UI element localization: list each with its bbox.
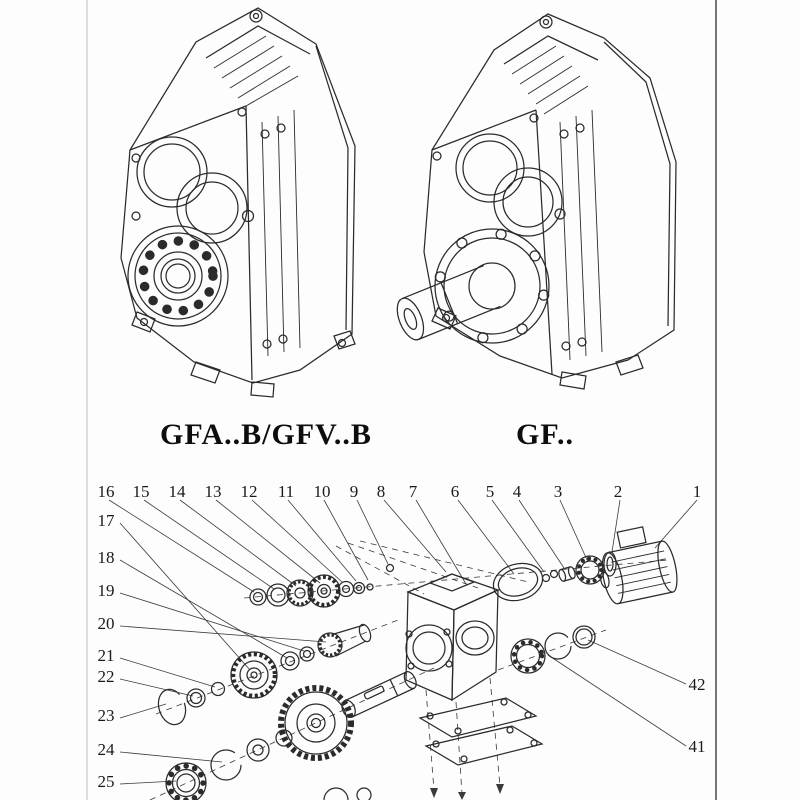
cutoff-part (323, 787, 349, 800)
callout-4: 4 (513, 482, 522, 501)
callouts-right: 42 41 (689, 675, 706, 756)
gear-housing (405, 573, 500, 702)
snap-ring (210, 749, 242, 781)
product-label-gf: GF.. (516, 418, 574, 451)
bolt (541, 573, 551, 583)
input-chain-parts (249, 563, 395, 608)
callout-18: 18 (98, 548, 115, 567)
callout-25: 25 (98, 772, 115, 791)
output-bearing (510, 638, 546, 674)
callout-14: 14 (169, 482, 187, 501)
callout-16: 16 (98, 482, 115, 501)
callout-12: 12 (241, 482, 258, 501)
pinion-shaft (317, 632, 343, 658)
gearbox-drawing-gf (396, 13, 677, 390)
intermediate-chain-parts (157, 623, 372, 726)
callout-2: 2 (614, 482, 623, 501)
retainer (366, 583, 374, 591)
pinion (286, 579, 314, 607)
lifting-eye (249, 9, 263, 23)
ring (186, 688, 206, 708)
cutoff-part (356, 787, 372, 800)
callout-41: 41 (689, 737, 706, 756)
leader-lines (108, 499, 698, 785)
callout-22: 22 (98, 667, 115, 686)
seal-ring (572, 625, 596, 649)
mounting-feet (431, 307, 644, 390)
callout-3: 3 (554, 482, 563, 501)
assembly-axis-lines (149, 540, 669, 800)
side-panel-ribs (260, 109, 301, 357)
callout-8: 8 (377, 482, 386, 501)
callout-19: 19 (98, 581, 115, 600)
callouts-left: 17 18 19 20 21 22 23 24 25 (98, 511, 116, 791)
callout-15: 15 (133, 482, 150, 501)
bolt (385, 563, 395, 573)
lock-nut (352, 581, 366, 595)
input-bores (455, 133, 566, 237)
terminal-box (616, 526, 647, 549)
output-shaft-part (341, 671, 417, 719)
washer (246, 738, 270, 762)
callout-10: 10 (314, 482, 331, 501)
snap-ring (544, 632, 572, 660)
callout-9: 9 (350, 482, 359, 501)
flange-gasket-ring (492, 562, 544, 602)
callout-42: 42 (689, 675, 706, 694)
lifting-eye (539, 15, 553, 29)
input-bearing (575, 555, 605, 585)
callout-6: 6 (451, 482, 460, 501)
output-chain-parts (165, 671, 417, 800)
callout-17: 17 (98, 511, 116, 530)
input-flange-parts (492, 551, 617, 602)
callout-23: 23 (98, 706, 115, 725)
bolt (549, 569, 559, 579)
output-flange (434, 228, 550, 344)
side-panel-ribs (559, 109, 603, 361)
callouts-top: 16 15 14 13 12 11 10 9 8 7 6 5 4 3 2 1 (98, 482, 702, 501)
product-label-gfab: GFA..B/GFV..B (160, 418, 372, 451)
oil-seal (249, 588, 267, 606)
washer (299, 646, 315, 662)
spacer (210, 681, 226, 697)
ring (275, 729, 293, 747)
callout-7: 7 (409, 482, 418, 501)
output-bearing-front (127, 225, 229, 327)
gearbox-drawing-gfab (120, 7, 356, 398)
mounting-plates (418, 697, 544, 766)
callout-13: 13 (205, 482, 222, 501)
callout-20: 20 (98, 614, 115, 633)
callout-11: 11 (278, 482, 294, 501)
callout-5: 5 (486, 482, 495, 501)
output-gear (278, 685, 354, 761)
motor (599, 526, 678, 605)
callout-1: 1 (693, 482, 702, 501)
callout-24: 24 (98, 740, 116, 759)
washer (280, 651, 300, 671)
output-shaft (396, 265, 501, 341)
input-bores (131, 136, 255, 244)
mounting-feet (131, 311, 356, 398)
exploded-view: 16 15 14 13 12 11 10 9 8 7 6 5 4 3 2 1 1… (98, 482, 706, 800)
retaining-ring-open (157, 688, 187, 726)
callout-21: 21 (98, 646, 115, 665)
bushing (558, 566, 576, 582)
motor-shaft (599, 571, 610, 589)
assembly-arrows (430, 784, 504, 800)
bearing-large (165, 762, 207, 800)
rear-output-parts (510, 625, 596, 674)
